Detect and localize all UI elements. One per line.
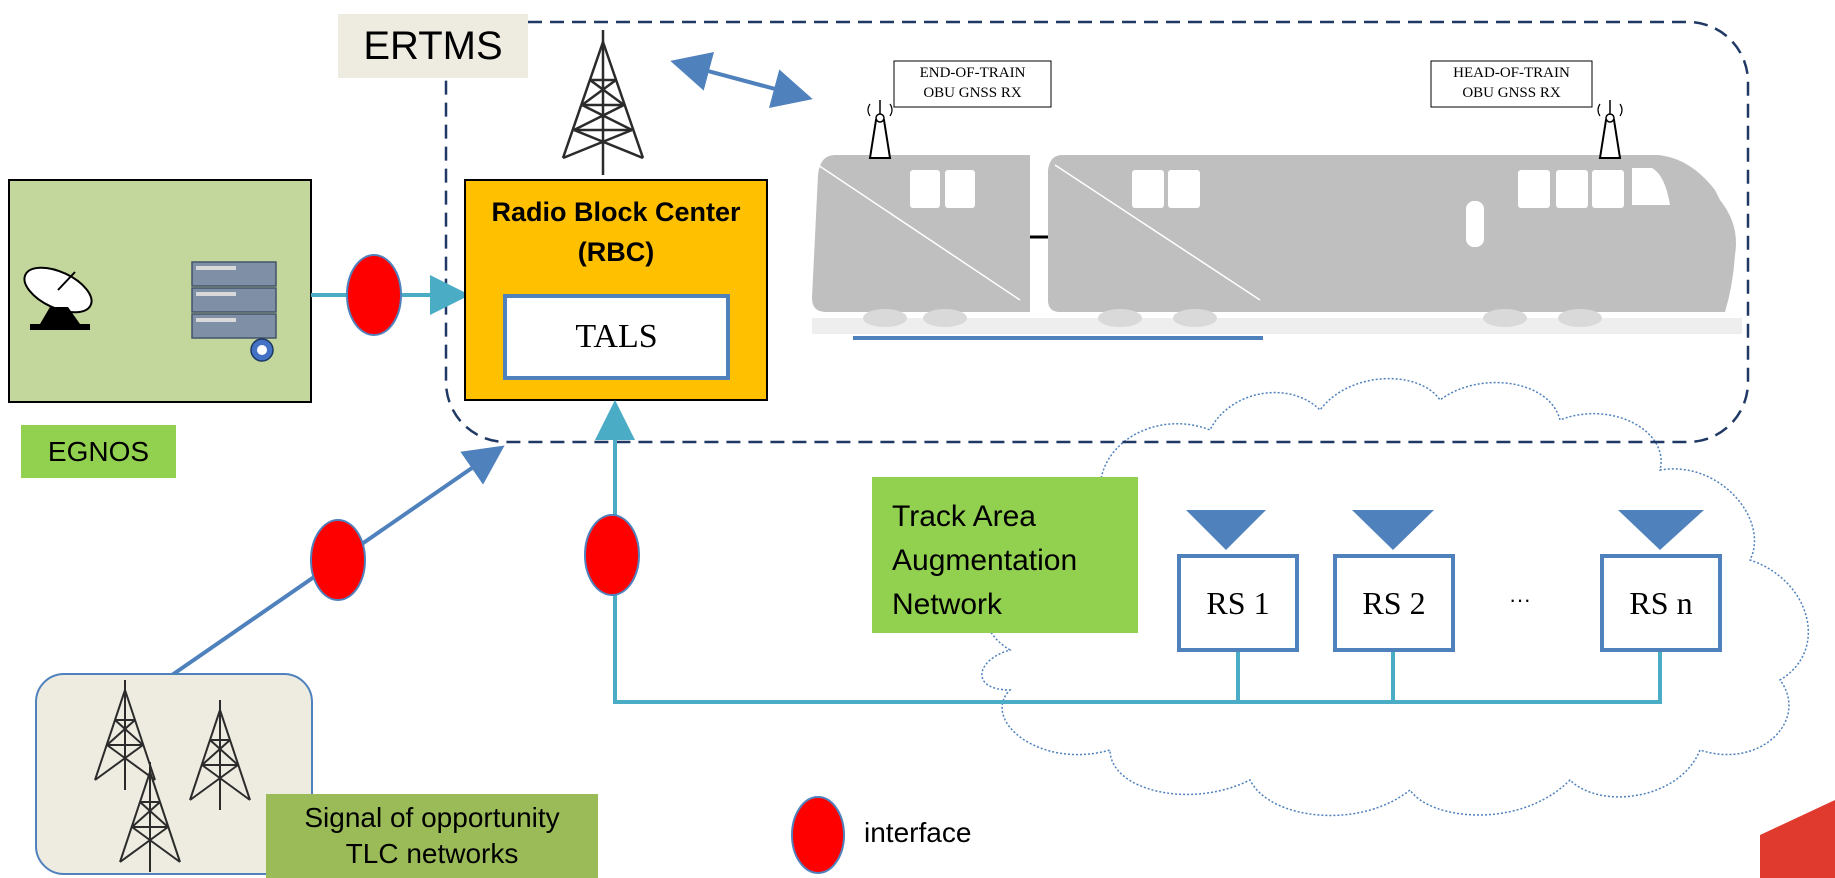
track-area-line3: Network [892,588,1003,621]
rbc-tower-icon [561,30,645,175]
train [812,155,1742,340]
head-of-train-line2: OBU GNSS RX [1462,85,1561,101]
signal-opportunity-label: Signal of opportunity TLC networks [266,794,598,878]
head-of-train-label-box [1430,60,1593,108]
satellite-dish-icon [23,266,93,330]
head-of-train-label: HEAD-OF-TRAIN OBU GNSS RX [1431,63,1592,103]
rsn-label: RS n [1629,584,1693,621]
corner-decoration [1760,800,1835,878]
signal-line1: Signal of opportunity [304,802,560,833]
track-area-line1: Track Area [892,500,1036,533]
radio-link-arrow [670,51,813,109]
rs2-label: RS 2 [1362,584,1426,621]
end-of-train-label-box [893,60,1052,108]
head-of-train-antenna-icon [1597,100,1623,159]
end-of-train-line2: OBU GNSS RX [923,85,1022,101]
signal-line2: TLC networks [345,838,519,869]
interface-marker-signal [310,519,366,601]
legend-interface-marker [791,796,845,874]
tals-label: TALS [575,318,658,355]
interface-marker-egnos [346,254,402,336]
legend-interface-label: interface [864,817,972,848]
rbc-title-line2: (RBC) [577,237,655,267]
server-rack-icon [191,261,277,362]
tals-box [503,294,730,380]
rbc-title-line1: Radio Block Center [491,197,741,227]
end-of-train-line1: END-OF-TRAIN [919,65,1026,81]
station-ellipsis: ··· [1509,587,1531,612]
rbc-title: Radio Block Center (RBC) [465,192,767,272]
reference-stations [1177,510,1722,652]
interface-marker-augmentation [584,514,640,596]
track-area-label: Track Area Augmentation Network [872,477,1138,633]
head-of-train-line1: HEAD-OF-TRAIN [1453,65,1570,81]
ertms-label: ERTMS [338,14,528,78]
end-of-train-antenna-icon [867,100,893,159]
track-area-line2: Augmentation [892,544,1078,577]
rs1-label: RS 1 [1206,584,1270,621]
end-of-train-label: END-OF-TRAIN OBU GNSS RX [894,63,1051,103]
egnos-label: EGNOS [21,425,176,478]
signal-box [35,673,313,875]
tlc-tower-icons [94,680,251,872]
